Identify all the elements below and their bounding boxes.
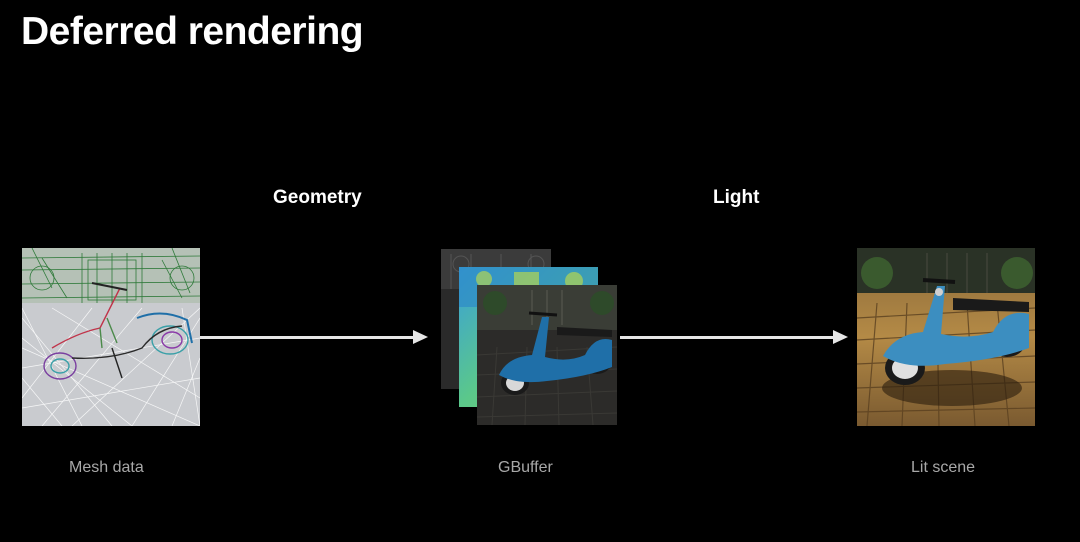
gbuffer-caption: GBuffer bbox=[498, 459, 553, 476]
geometry-arrow bbox=[200, 330, 428, 344]
mesh-data-image bbox=[22, 248, 200, 426]
lit-scene-caption: Lit scene bbox=[911, 459, 976, 476]
mesh-data-caption: Mesh data bbox=[69, 459, 144, 476]
arrow-head-icon bbox=[833, 330, 848, 344]
gbuffer-albedo-layer bbox=[477, 285, 617, 425]
lit-scene-image bbox=[857, 248, 1035, 426]
light-arrow bbox=[620, 330, 848, 344]
arrow-head-icon bbox=[413, 330, 428, 344]
slide-title: Deferred rendering bbox=[21, 10, 364, 53]
geometry-stage-label: Geometry bbox=[273, 187, 362, 208]
light-stage-label: Light bbox=[713, 187, 760, 208]
